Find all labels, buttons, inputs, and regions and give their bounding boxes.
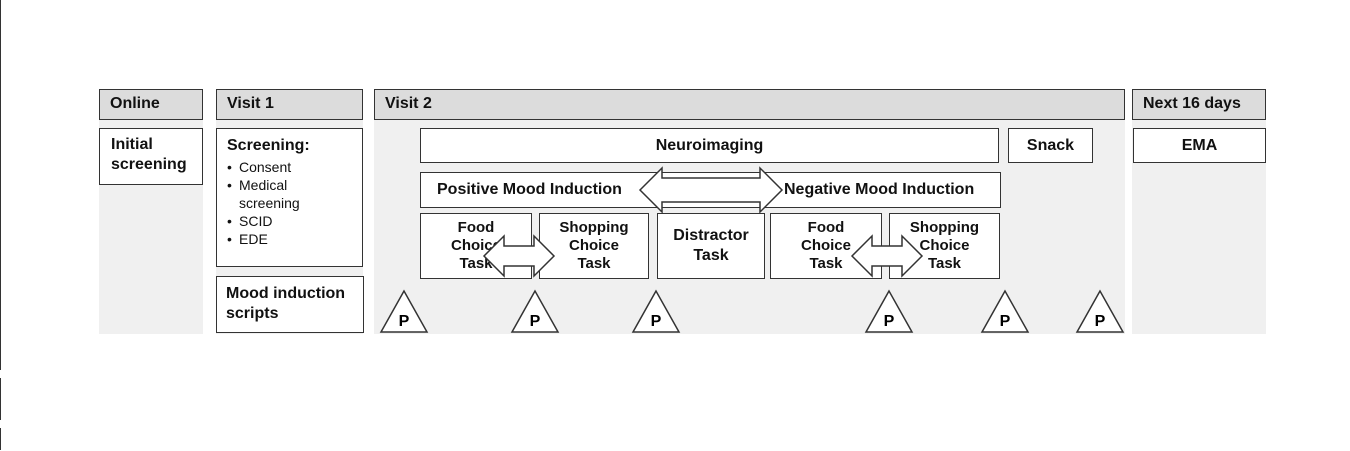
shopping-choice-2-line-3: Task <box>927 255 962 272</box>
p-marker-triangle-icon <box>510 289 560 333</box>
positive-mood-label: Positive Mood Induction <box>437 181 622 198</box>
negative-mood-label: Negative Mood Induction <box>784 181 975 198</box>
task-swap-double-arrow-icon-1 <box>482 234 556 278</box>
p-marker-triangle-icon <box>980 289 1030 333</box>
p-marker-label: P <box>1095 313 1106 330</box>
mood-scripts-line-1: Mood induction <box>226 285 346 302</box>
snack-box: Snack <box>1008 128 1093 163</box>
screening-list: Consent Medical screening SCID EDE <box>227 158 362 248</box>
p-marker-label: P <box>884 313 895 330</box>
food-choice-1-line-2: Choice <box>450 237 501 254</box>
screening-item-consent: Consent <box>227 158 362 176</box>
p-marker-triangle-icon <box>631 289 681 333</box>
phase-header-online: Online <box>99 89 203 120</box>
shopping-choice-2-line-1: Shopping <box>909 219 980 236</box>
mood-swap-double-arrow-icon <box>638 166 784 214</box>
shopping-choice-1-line-2: Choice <box>568 237 619 254</box>
left-edge-line-bottom <box>0 428 1 450</box>
initial-screening-line-2: screening <box>111 156 187 173</box>
phase-header-next: Next 16 days <box>1132 89 1266 120</box>
food-choice-2-line-3: Task <box>809 255 843 272</box>
distractor-line-2: Task <box>693 247 729 264</box>
food-choice-1-line-1: Food <box>457 219 495 236</box>
p-marker-triangle-icon <box>379 289 429 333</box>
p-marker-label: P <box>651 313 662 330</box>
p-marker-label: P <box>1000 313 1011 330</box>
neuroimaging-box: Neuroimaging <box>420 128 999 163</box>
shopping-choice-2-line-2: Choice <box>919 237 970 254</box>
shopping-choice-1-line-1: Shopping <box>559 219 629 236</box>
initial-screening-box: Initial screening <box>99 128 203 185</box>
phase-header-visit1: Visit 1 <box>216 89 363 120</box>
food-choice-2-line-1: Food <box>807 219 845 236</box>
phase-header-visit2: Visit 2 <box>374 89 1125 120</box>
p-marker-triangle-icon <box>864 289 914 333</box>
screening-title: Screening: <box>227 137 310 154</box>
ema-box: EMA <box>1133 128 1266 163</box>
p-marker-label: P <box>530 313 541 330</box>
p-marker-label: P <box>399 313 410 330</box>
initial-screening-line-1: Initial <box>111 136 153 153</box>
p-marker-triangle-icon <box>1075 289 1125 333</box>
shopping-choice-1-line-3: Task <box>577 255 611 272</box>
distractor-line-1: Distractor <box>673 227 749 244</box>
left-edge-line <box>0 0 1 370</box>
mood-scripts-line-2: scripts <box>226 305 279 322</box>
food-choice-2-line-2: Choice <box>800 237 851 254</box>
mood-scripts-box: Mood induction scripts <box>216 276 364 333</box>
screening-item-medical: Medical screening <box>227 176 329 212</box>
screening-item-ede: EDE <box>227 230 362 248</box>
screening-box: Screening: Consent Medical screening SCI… <box>216 128 363 267</box>
food-choice-1-line-3: Task <box>459 255 493 272</box>
left-edge-line-lower <box>0 378 1 420</box>
screening-item-scid: SCID <box>227 212 362 230</box>
task-swap-double-arrow-icon-2 <box>850 234 924 278</box>
